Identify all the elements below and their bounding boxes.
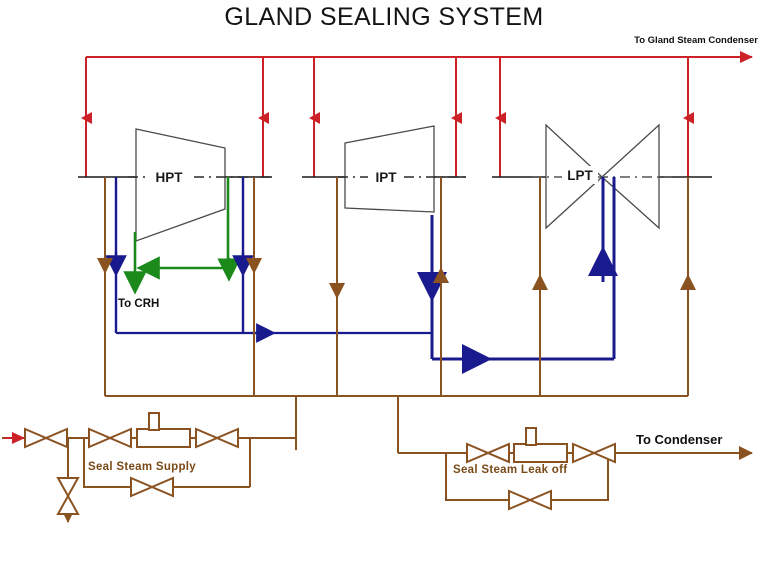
seal-steam-supply-station: Seal Steam Supply [2,412,296,523]
supply-upstream-valve[interactable] [88,427,132,449]
supply-control-valve-actuator [148,412,160,431]
hpt-label: HPT [156,170,184,185]
supply-control-valve-body [136,428,191,448]
supply-bypass-valve[interactable] [130,476,174,498]
seal-steam-supply-label: Seal Steam Supply [88,461,196,473]
to-crh-label: To CRH [118,298,159,310]
page-title: GLAND SEALING SYSTEM [224,3,543,31]
ipt-label-bg [368,168,404,186]
to-condenser-label: To Condenser [636,432,722,447]
hpt-turbine: HPT [128,128,272,242]
supply-downstream-valve[interactable] [195,427,239,449]
seal-steam-supply-risers [97,177,696,453]
supply-drain-valve[interactable] [56,477,80,515]
gland-steam-condenser-label: To Gland Steam Condenser [634,35,758,46]
seal-steam-leak-off-control-valve[interactable] [513,427,568,463]
seal-steam-supply-control-valve[interactable] [136,412,191,448]
hpt-label-bg [148,168,190,186]
hpt-to-crh-line-group: To CRH [118,177,241,310]
gland-leakoff-blue-group [105,177,618,374]
leakoff-upstream-valve[interactable] [466,442,510,464]
lpt-label-bg [562,166,598,184]
supply-isolation-valve[interactable] [24,427,68,449]
leakoff-downstream-valve[interactable] [572,442,616,464]
gland-steam-header-group: To Gland Steam Condenser [81,35,758,177]
leakoff-control-valve-body [513,443,568,463]
seal-steam-leak-off-label: Seal Steam Leak off [453,464,567,476]
leakoff-bypass-valve[interactable] [508,489,552,511]
leakoff-control-valve-actuator [525,427,537,446]
ipt-turbine: IPT [338,125,466,213]
lpt-label: LPT [567,168,593,183]
ipt-label: IPT [375,170,397,185]
seal-steam-leakoff-station: Seal Steam Leak off To Condenser [398,427,753,511]
